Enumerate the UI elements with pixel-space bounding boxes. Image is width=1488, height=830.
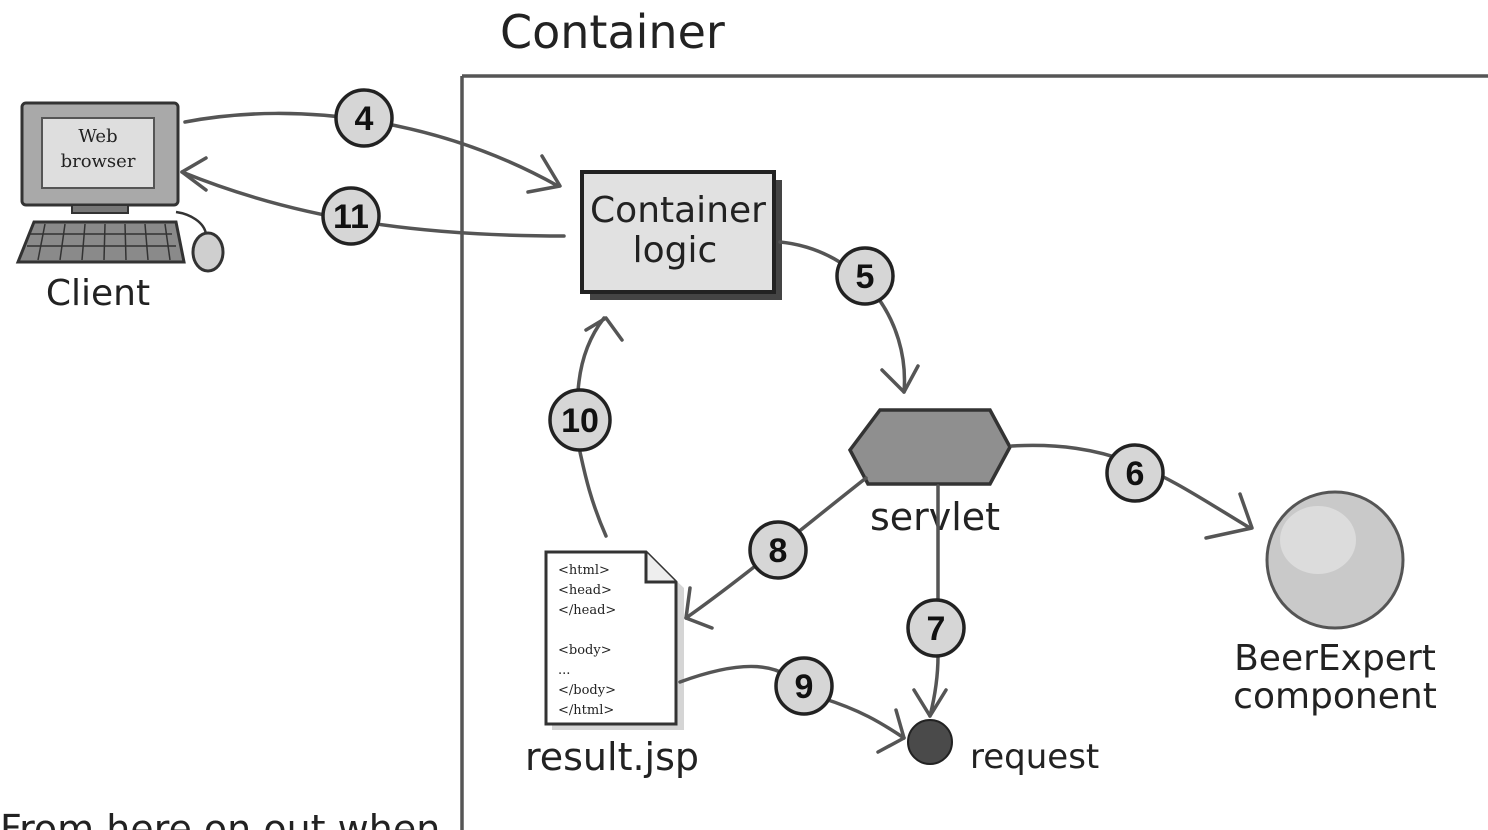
jsp-page-fold: [644, 552, 676, 584]
step-4-badge: 4: [334, 88, 394, 148]
step-6-circle: [1105, 443, 1165, 503]
arrow-8-head: [684, 586, 714, 630]
container-logic-rect: [580, 170, 776, 294]
arrow-9-head: [876, 708, 906, 754]
request-dot: [907, 719, 953, 765]
request-node: request: [907, 719, 1099, 777]
step-9-label: 9: [795, 668, 814, 706]
jsp-code-line: </head>: [558, 603, 616, 618]
jsp-code-line: </body>: [558, 683, 616, 698]
client-label: Client: [46, 273, 150, 314]
arrow-5-head: [880, 364, 920, 394]
step-10-label: 10: [561, 402, 599, 440]
client-computer: Web browser Client: [15, 101, 225, 314]
arrow-6-head: [1204, 492, 1254, 540]
step-7-label: 7: [927, 610, 946, 648]
step-8-badge: 8: [748, 520, 808, 580]
step-4-circle: [334, 88, 394, 148]
container-title: Container: [500, 5, 725, 59]
jsp-code: <html> <head> </head> <body> ... </body>…: [558, 563, 616, 718]
step-9-badge: 9: [774, 656, 834, 716]
container-logic-line1: Container: [590, 190, 766, 231]
monitor-stand: [71, 204, 129, 214]
step-11-label: 11: [333, 198, 369, 236]
arrow-10-head: [584, 316, 624, 342]
jsp-code-line: <body>: [558, 643, 612, 658]
container-logic-box: Container logic: [580, 170, 782, 300]
step-7-circle: [906, 598, 966, 658]
arrow-7-head: [912, 688, 948, 718]
step-8-label: 8: [769, 532, 788, 570]
container-logic-line2: logic: [633, 230, 718, 271]
arrow-11-head: [180, 156, 208, 192]
step-10-circle: [548, 388, 612, 452]
beer-expert-node: BeerExpert component: [1233, 490, 1437, 717]
step-11-badge: 11: [321, 186, 381, 246]
step-4-label: 4: [355, 100, 374, 138]
step-badges: 4 5 6 7 8 9 10 11: [321, 88, 1165, 716]
jsp-code-line: <head>: [558, 583, 612, 598]
request-label: request: [970, 737, 1099, 777]
step-5-label: 5: [856, 258, 875, 296]
step-11-circle: [321, 186, 381, 246]
mouse: [191, 231, 225, 273]
result-jsp-document: <html> <head> </head> <body> ... </body>…: [525, 550, 699, 779]
arrow-4-head: [526, 154, 562, 194]
step-5-circle: [835, 246, 895, 306]
step-6-badge: 6: [1105, 443, 1165, 503]
servlet-node: servlet: [847, 408, 1012, 539]
screen-text-web: Web: [78, 126, 117, 147]
monitor-screen: [41, 117, 155, 189]
footer-note: From here on out when: [0, 807, 440, 830]
step-9-circle: [774, 656, 834, 716]
servlet-label: servlet: [870, 495, 1000, 539]
step-8-circle: [748, 520, 808, 580]
step-10-badge: 10: [548, 388, 612, 452]
jsp-code-line: <html>: [558, 563, 610, 578]
step-6-label: 6: [1126, 455, 1145, 493]
mouse-cord: [175, 210, 208, 235]
beer-expert-line1: BeerExpert: [1234, 638, 1436, 679]
beer-expert-line2: component: [1233, 676, 1437, 717]
jsp-code-line: ...: [558, 663, 570, 678]
jsp-filename: result.jsp: [525, 735, 699, 779]
container-border: [460, 74, 1488, 830]
beer-expert-highlight: [1280, 506, 1356, 574]
step-7-badge: 7: [906, 598, 966, 658]
jsp-page: [544, 550, 678, 726]
keyboard-keys: [27, 223, 176, 261]
screen-text-browser: browser: [61, 151, 136, 172]
jsp-code-line: </html>: [558, 703, 614, 718]
keyboard: [15, 220, 186, 264]
step-5-badge: 5: [835, 246, 895, 306]
servlet-shape: [847, 408, 1012, 486]
